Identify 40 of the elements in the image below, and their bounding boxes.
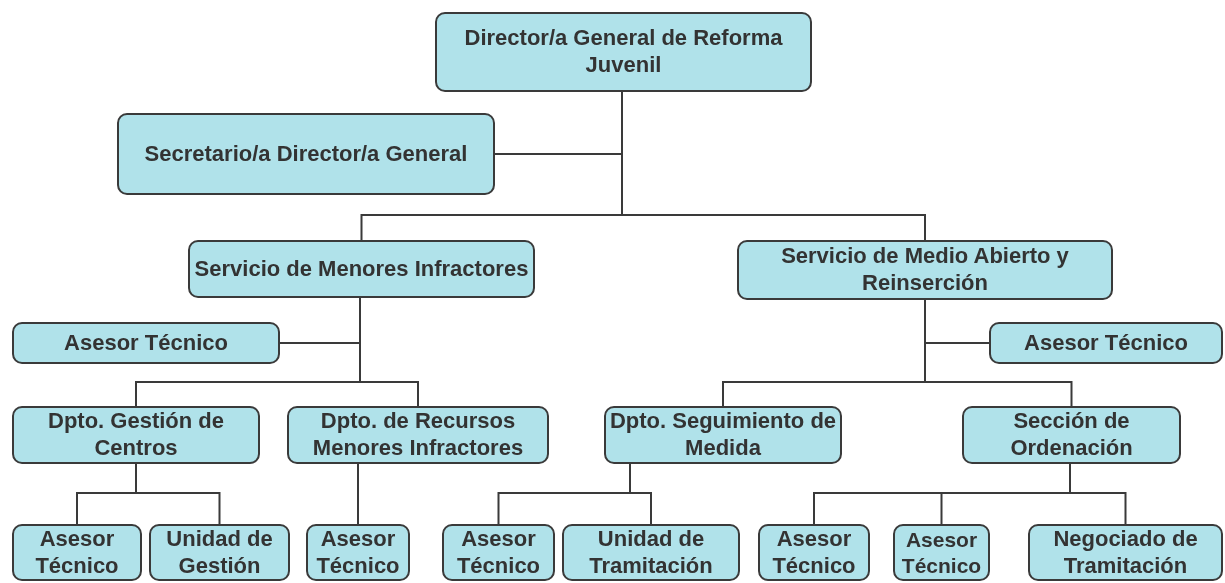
org-unit-label: Asesor Técnico [315,525,401,580]
org-box [287,406,549,464]
org-unit-label: Secretario/a Director/a General [144,140,468,168]
org-unit-label: Asesor Técnico [64,329,228,357]
connector-line [359,297,419,407]
org-box [306,524,410,581]
connector-line [357,463,359,525]
org-box [737,240,1113,300]
org-unit-label: Asesor Técnico [1024,329,1188,357]
org-box [12,322,280,364]
connector-line [629,463,652,525]
org-box [562,524,740,581]
org-unit-label: Asesor Técnico [771,525,857,580]
org-unit-label: Dpto. de Recursos Menores Infractores [311,408,525,462]
org-box [188,240,535,298]
org-unit-label: Servicio de Menores Infractores [194,255,529,283]
org-unit-label: Asesor Técnico [34,525,120,580]
org-box [962,406,1181,464]
org-box [12,406,260,464]
org-unit-label: Dpto. Seguimiento de Medida [609,408,837,462]
org-box [117,113,495,195]
org-box [893,524,990,581]
org-box [1028,524,1223,581]
connector-line [924,299,1073,407]
org-unit-label: Negociado de Tramitación [1052,525,1199,580]
org-box [442,524,555,581]
org-unit-label: Servicio de Medio Abierto y Reinserción [780,243,1070,297]
org-unit-label: Sección de Ordenación [1009,408,1134,462]
org-box [758,524,870,581]
org-box [989,322,1223,364]
org-unit-label: Asesor Técnico [455,525,542,580]
org-unit-label: Dpto. Gestión de Centros [47,408,225,462]
org-unit-label: Unidad de Gestión [165,525,274,580]
org-unit-label: Asesor Técnico [900,526,983,579]
org-box [435,12,812,92]
org-unit-label: Director/a General de Reforma Juvenil [463,25,784,79]
org-unit-label: Unidad de Tramitación [588,525,714,580]
org-box [149,524,290,581]
connector-line [1069,463,1127,525]
org-box [12,524,142,581]
